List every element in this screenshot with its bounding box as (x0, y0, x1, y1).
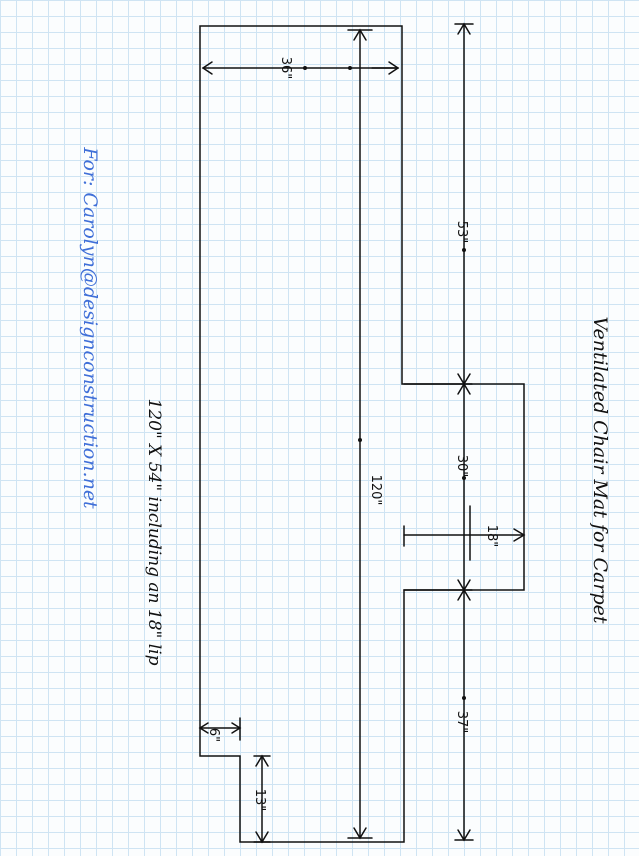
dimension-30-label: 30" (454, 455, 469, 478)
dimension-37-label: 37" (454, 711, 469, 734)
drawing-title: Ventilated Chair Mat for Carpet (589, 317, 611, 624)
dimension-36: 36" (201, 57, 400, 80)
dimension-53-label: 53" (454, 221, 469, 244)
mat-outline (199, 25, 525, 843)
dimension-36-label: 36" (278, 57, 293, 80)
contact-email: For: Carolyn@designconstruction.net (79, 146, 101, 509)
dimension-18: 18" (403, 505, 526, 561)
dimension-13: 13" (252, 754, 271, 844)
dimension-6: 6" (198, 717, 242, 742)
dimension-chain-right: 53" 30" 37" (403, 22, 474, 842)
dimension-18-label: 18" (484, 525, 499, 548)
size-note: 120" X 54" including an 18" lip (144, 399, 164, 666)
dimension-13-label: 13" (252, 789, 267, 812)
dimension-6-label: 6" (206, 728, 221, 742)
dimension-120-label: 120" (368, 475, 383, 506)
dimension-120: 120" (347, 28, 383, 840)
